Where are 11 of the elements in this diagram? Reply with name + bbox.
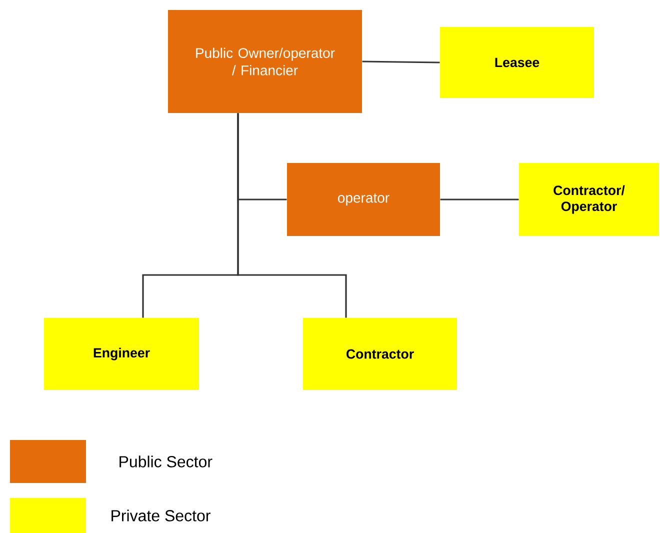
connector-line — [237, 113, 347, 318]
legend-label: Public Sector — [120, 456, 212, 468]
legend-label: Private Sector — [112, 510, 210, 522]
connector-line — [362, 60, 440, 64]
private-sector-box: Engineer — [44, 318, 199, 390]
public-sector-box: Public Owner/operator / Financier — [168, 10, 362, 113]
private-sector-box: Contractor/ Operator — [519, 163, 659, 236]
connector-line — [440, 198, 519, 200]
private-sector-box: Leasee — [440, 27, 594, 98]
public-sector-box: operator — [287, 163, 440, 236]
private-sector-box: Contractor — [303, 318, 457, 390]
